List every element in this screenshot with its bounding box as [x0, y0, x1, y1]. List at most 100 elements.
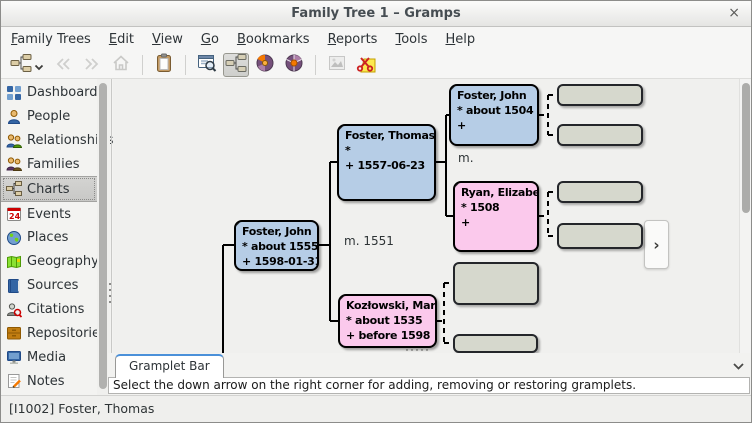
sidebar-item-repositories[interactable]: Repositories — [1, 321, 107, 345]
sidebar-scrollbar[interactable] — [97, 79, 110, 395]
gramplet-bar-tab[interactable]: Gramplet Bar — [115, 354, 224, 378]
pedigree-view-button[interactable] — [223, 53, 249, 77]
sidebar-item-charts[interactable]: Charts — [1, 176, 97, 203]
person-birth: * about 1555 — [242, 240, 319, 253]
back-button[interactable] — [50, 53, 76, 77]
full-fan-chart-view-icon — [284, 53, 304, 77]
sidebar-item-citations[interactable]: Citations — [1, 298, 97, 322]
pedigree-canvas[interactable]: › Foster, John* about 1555+ 1598-01-31 Fo… — [113, 79, 739, 353]
empty-person-box-4[interactable] — [453, 262, 539, 305]
full-fan-chart-view-button[interactable] — [281, 53, 307, 77]
toolbar-separator — [142, 55, 143, 75]
home-button[interactable] — [108, 53, 134, 77]
forward-icon — [83, 56, 101, 75]
scissors-button[interactable] — [353, 53, 379, 77]
sidebar-item-label: Places — [27, 230, 69, 246]
person-box-grandfather[interactable]: Foster, John* about 1504+ — [449, 84, 539, 146]
sidebar-item-events[interactable]: 24 Events — [1, 202, 97, 226]
sidebar-item-places[interactable]: Places — [1, 226, 97, 250]
sidebar-item-relationships[interactable]: Relationships — [1, 129, 114, 153]
sidebar-item-label: Citations — [27, 302, 85, 318]
gramplet-chevron-down-icon[interactable] — [729, 359, 747, 373]
notes-icon — [6, 373, 22, 389]
relationships-icon — [6, 133, 23, 149]
person-death: + — [461, 216, 470, 229]
sidebar-item-people[interactable]: People — [1, 105, 97, 129]
charts-icon — [6, 181, 22, 197]
events-icon: 24 — [6, 206, 22, 222]
menu-bookmarks[interactable]: Bookmarks — [236, 32, 310, 47]
chart-category-switcher-button[interactable] — [7, 53, 47, 77]
clipboard-button[interactable] — [151, 53, 177, 77]
toolbar — [1, 52, 751, 79]
back-icon — [54, 56, 72, 75]
sidebar-item-geography[interactable]: Geography — [1, 250, 99, 274]
sidebar-item-families[interactable]: Families — [1, 153, 97, 177]
fan-chart-view-button[interactable] — [252, 53, 278, 77]
sidebar-item-label: Dashboard — [27, 85, 98, 101]
graph-view-button[interactable] — [194, 53, 220, 77]
menu-family-trees[interactable]: Family Trees — [11, 32, 91, 47]
sidebar-item-dashboard[interactable]: Dashboard — [1, 81, 98, 105]
dashboard-icon — [6, 85, 22, 101]
gramplet-message: Select the down arrow on the right corne… — [108, 377, 750, 394]
person-box-root-child[interactable]: Foster, John* about 1555+ 1598-01-31 — [234, 220, 319, 271]
sidebar-item-label: Sources — [27, 278, 79, 294]
pedigree-view-icon — [225, 53, 247, 77]
sidebar-item-media[interactable]: Media — [1, 345, 97, 369]
graph-view-icon — [197, 53, 217, 77]
empty-person-box-1[interactable] — [557, 124, 643, 146]
person-name: Foster, John — [457, 89, 527, 102]
status-bar: [I1002] Foster, Thomas — [1, 395, 751, 422]
media-icon — [6, 349, 22, 365]
families-icon — [6, 156, 23, 172]
person-box-mother[interactable]: Kozłowski, Margret* about 1535+ before 1… — [338, 294, 437, 348]
marriage-label-1: m. — [458, 151, 474, 165]
person-box-grandmother[interactable]: Ryan, Elizabeth * 1508 + — [453, 181, 539, 252]
toolbar-separator — [185, 55, 186, 75]
pan-right-button[interactable]: › — [644, 220, 669, 269]
menu-go[interactable]: Go — [200, 32, 219, 47]
empty-person-box-5[interactable] — [453, 334, 538, 353]
home-icon — [111, 54, 131, 76]
forward-button[interactable] — [79, 53, 105, 77]
empty-person-box-0[interactable] — [557, 84, 643, 106]
chart-category-switcher-icon — [10, 53, 32, 77]
gramplet-bar: Gramplet Bar Select the down arrow on th… — [108, 353, 751, 395]
image-export-icon — [328, 55, 346, 75]
person-death: + — [457, 119, 466, 132]
title-bar: Family Tree 1 – Gramps × — [1, 1, 751, 27]
repositories-icon — [6, 325, 22, 341]
menu-reports[interactable]: Reports — [327, 32, 378, 47]
image-export-button[interactable] — [324, 53, 350, 77]
person-birth: * 1508 — [461, 201, 500, 214]
pane-resize-grip[interactable] — [109, 283, 111, 305]
sidebar-item-label: Families — [27, 156, 80, 172]
menu-tools[interactable]: Tools — [395, 32, 428, 47]
status-text: [I1002] Foster, Thomas — [9, 401, 155, 416]
marriage-label-0: m. 1551 — [344, 234, 394, 248]
person-box-father[interactable]: Foster, Thomas*+ 1557-06-23 — [337, 124, 436, 201]
empty-person-box-3[interactable] — [557, 223, 643, 249]
sidebar-item-label: Geography — [27, 254, 99, 270]
person-name: Foster, Thomas — [345, 129, 435, 142]
places-icon — [6, 230, 22, 246]
person-name: Ryan, Elizabeth — [461, 186, 537, 199]
menu-help[interactable]: Help — [445, 32, 476, 47]
canvas-scrollbar-thumb[interactable] — [742, 83, 750, 213]
scissors-icon — [356, 55, 376, 75]
people-icon — [6, 109, 22, 125]
canvas-scrollbar[interactable] — [739, 79, 751, 353]
empty-person-box-2[interactable] — [557, 181, 643, 203]
sidebar-scrollbar-thumb[interactable] — [99, 83, 107, 389]
close-icon[interactable]: × — [728, 5, 740, 21]
sidebar-item-sources[interactable]: Sources — [1, 274, 97, 298]
sidebar-item-label: Repositories — [27, 325, 107, 341]
sources-icon — [6, 278, 22, 294]
sidebar-item-notes[interactable]: Notes — [1, 369, 97, 393]
sidebar-item-label: Charts — [27, 181, 70, 197]
sidebar-item-label: Events — [27, 206, 72, 222]
menu-edit[interactable]: Edit — [108, 32, 135, 47]
menu-view[interactable]: View — [152, 32, 183, 47]
